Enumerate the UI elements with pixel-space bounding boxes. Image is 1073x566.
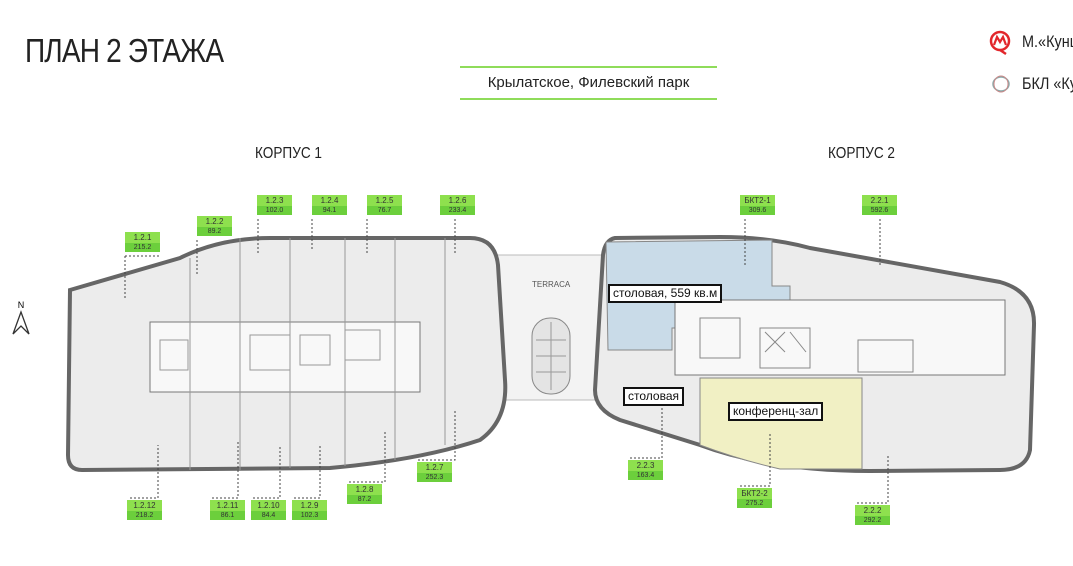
unit-area: 76.7 [367, 206, 402, 215]
unit-area: 163.4 [628, 471, 663, 480]
unit-id: 1.2.12 [127, 500, 162, 511]
unit-area: 218.2 [127, 511, 162, 520]
unit-id: 1.2.9 [292, 500, 327, 511]
north-compass: N [10, 300, 32, 341]
unit-area: 252.3 [417, 473, 452, 482]
unit-id: 2.2.3 [628, 460, 663, 471]
terrace [489, 254, 611, 401]
unit-id: 1.2.4 [312, 195, 347, 206]
unit-area: 102.3 [292, 511, 327, 520]
canteen-label: столовая [623, 387, 684, 406]
bkl-station-label: БКЛ «Ку [1022, 74, 1073, 93]
terrace-label: TERRACA [532, 280, 571, 289]
building-2-label: КОРПУС 2 [828, 145, 896, 162]
unit-area: 87.2 [347, 495, 382, 504]
unit-area: 86.1 [210, 511, 245, 520]
unit-id: БКТ2-1 [740, 195, 775, 206]
unit-id: 1.2.1 [125, 232, 160, 243]
location-label: Крылатское, Филевский парк [460, 66, 717, 100]
metro-station-label: М.«Кунц [1022, 32, 1073, 51]
unit-area: 94.1 [312, 206, 347, 215]
page-title: ПЛАН 2 ЭТАЖА [25, 32, 224, 69]
unit-area: 233.4 [440, 206, 475, 215]
unit-id: 1.2.11 [210, 500, 245, 511]
building-1-plan [65, 236, 508, 473]
unit-area: 275.2 [737, 499, 772, 508]
north-arrow-icon [12, 310, 30, 335]
metro-m-icon [989, 30, 1011, 56]
unit-area: 215.2 [125, 243, 160, 252]
unit-id: 1.2.3 [257, 195, 292, 206]
north-label: N [17, 300, 25, 310]
unit-id: 1.2.2 [197, 216, 232, 227]
unit-area: 102.0 [257, 206, 292, 215]
unit-id: 1.2.5 [367, 195, 402, 206]
unit-id: 1.2.6 [440, 195, 475, 206]
building-1-label: КОРПУС 1 [255, 145, 323, 162]
building-2-plan [592, 234, 1037, 474]
unit-id: БКТ2-2 [737, 488, 772, 499]
unit-id: 1.2.8 [347, 484, 382, 495]
unit-id: 2.2.1 [862, 195, 897, 206]
unit-area: 84.4 [251, 511, 286, 520]
conference-hall-label: конференц-зал [728, 402, 824, 421]
unit-area: 292.2 [855, 516, 890, 525]
unit-area: 89.2 [197, 227, 232, 236]
unit-area: 592.6 [862, 206, 897, 215]
unit-area: 309.6 [740, 206, 775, 215]
unit-id: 2.2.2 [855, 505, 890, 516]
leader-lines [124, 219, 889, 504]
canteen-large-label: столовая, 559 кв.м [608, 284, 723, 303]
unit-id: 1.2.10 [251, 500, 286, 511]
bkl-ring-icon [992, 75, 1010, 93]
unit-id: 1.2.7 [417, 462, 452, 473]
